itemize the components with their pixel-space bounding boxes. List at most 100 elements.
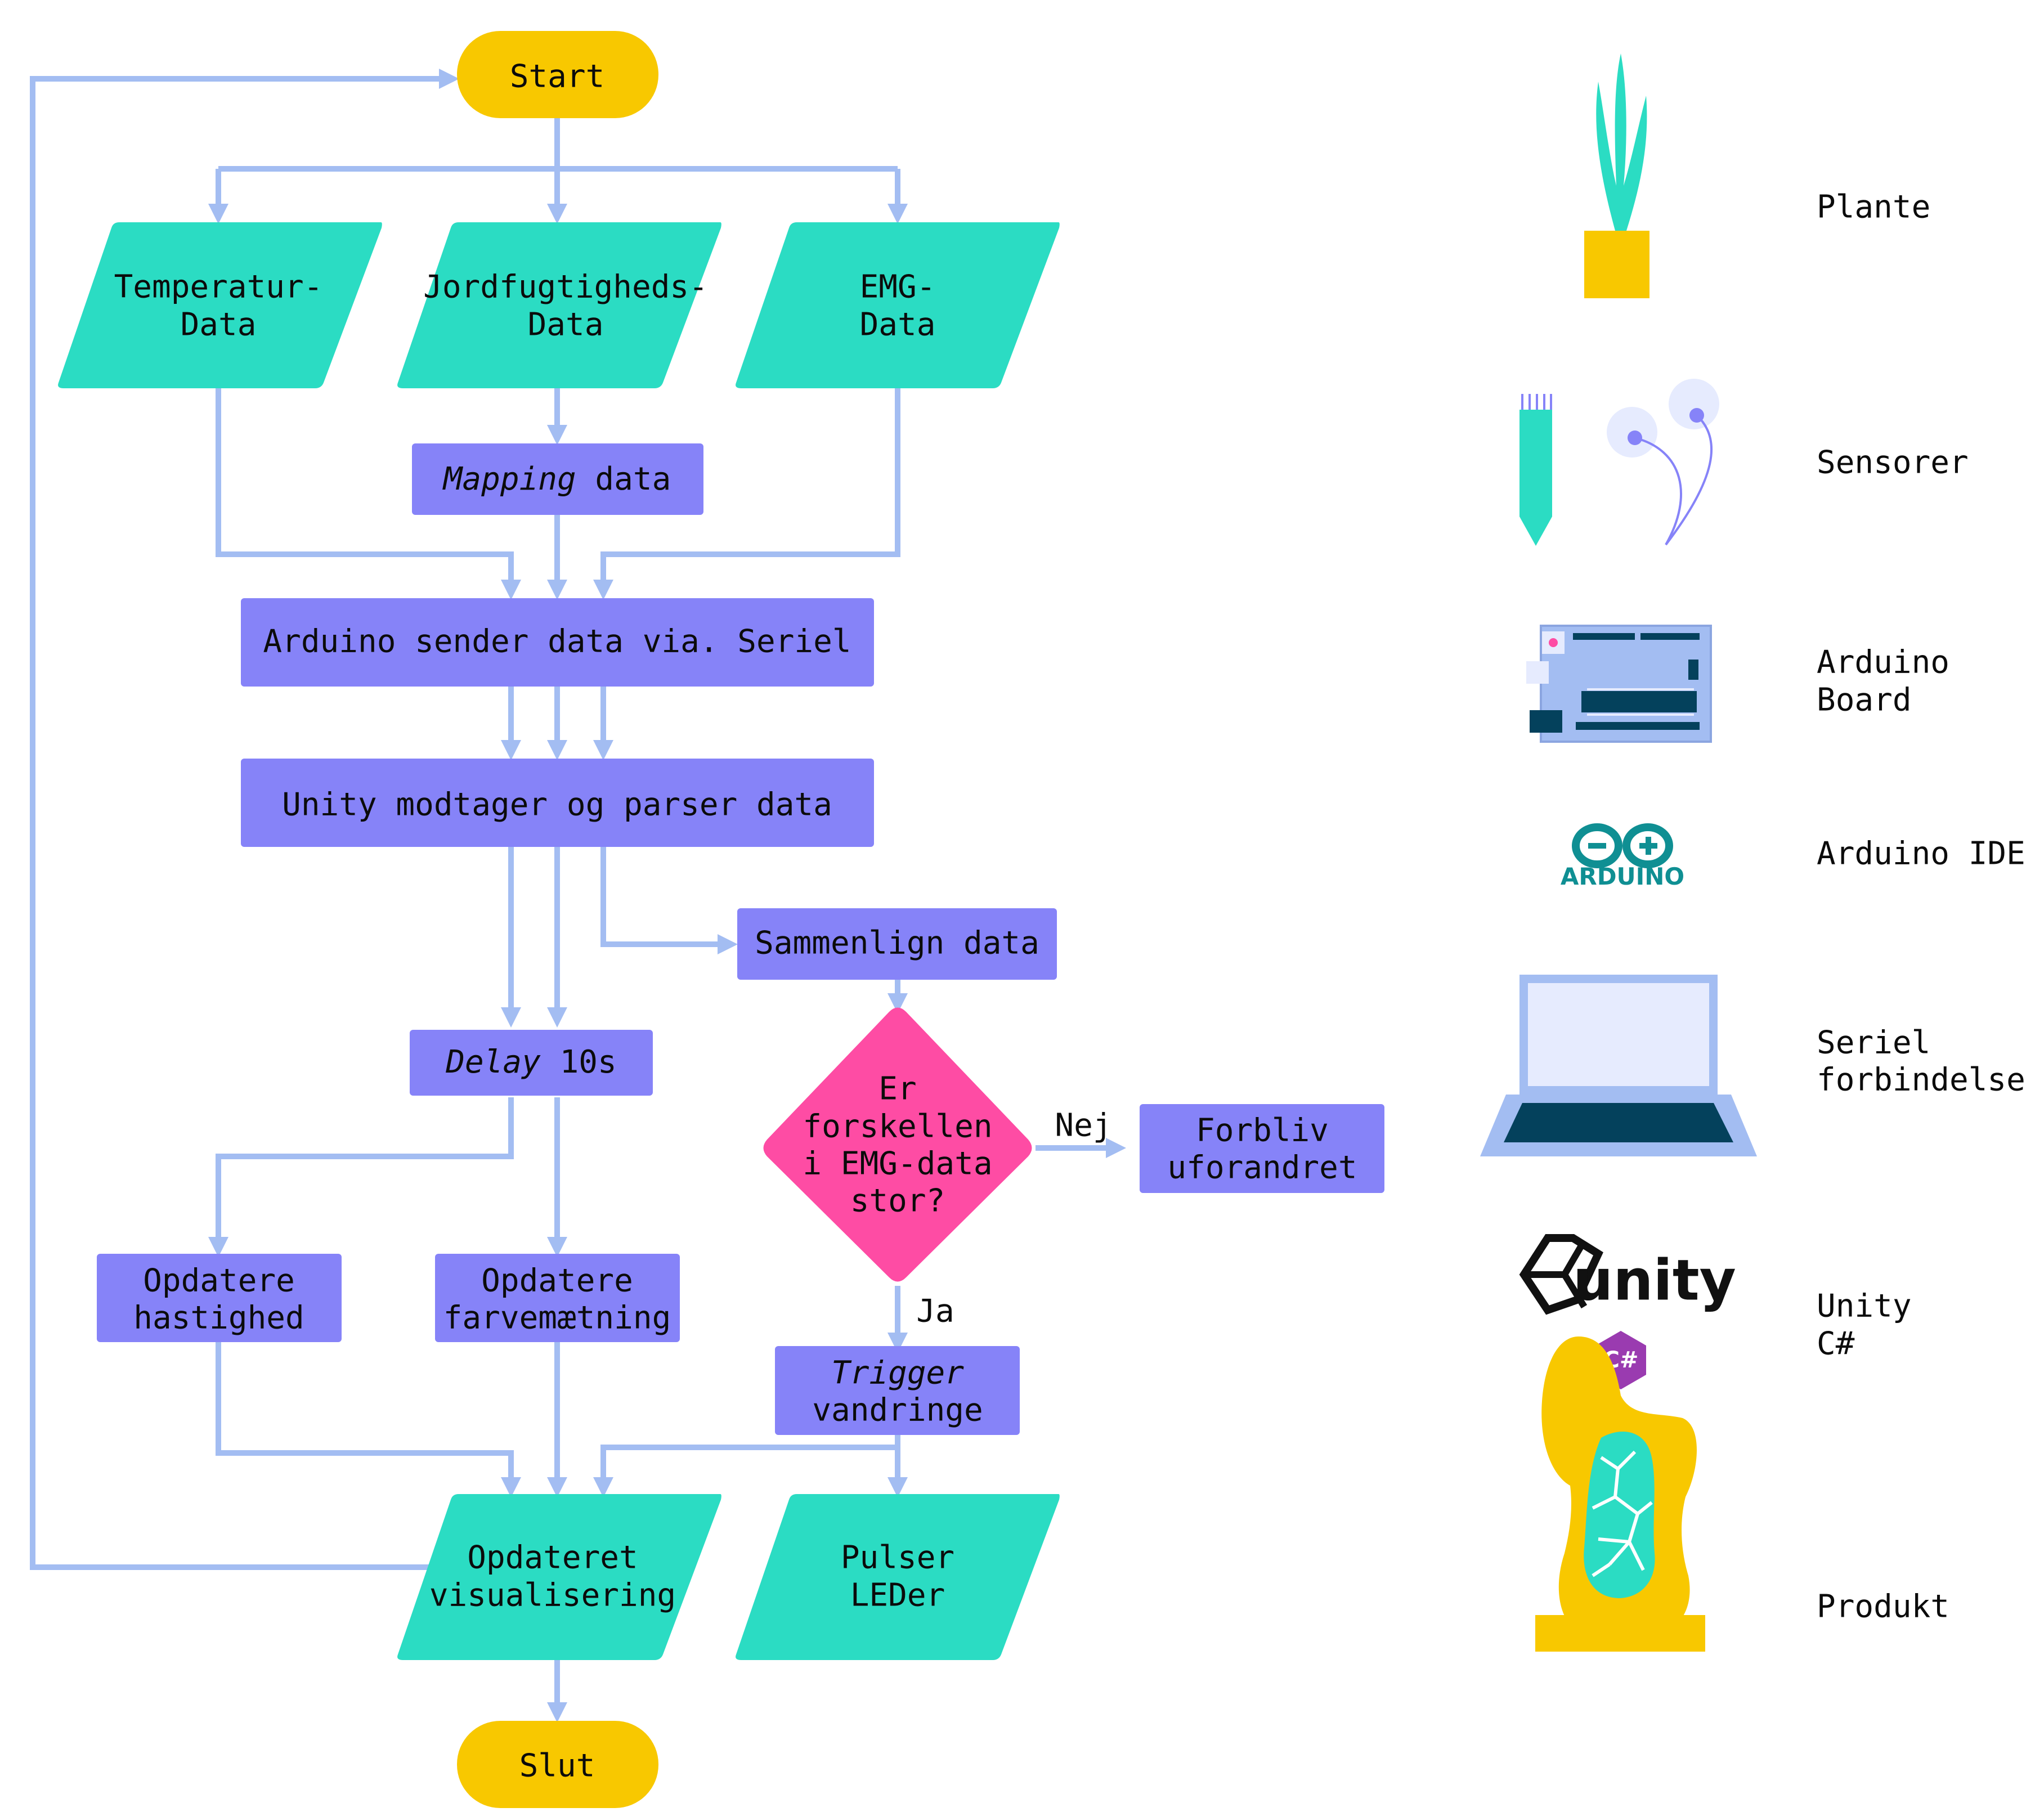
arrowhead-unity-2 <box>547 740 567 760</box>
arrowhead-unity-1 <box>501 740 521 760</box>
arrowhead-decision <box>887 993 908 1013</box>
connector-emg-to-arduino <box>600 388 900 585</box>
trigger-line1: Trigger <box>831 1355 964 1392</box>
updated-visualization-node: Opdateret visualisering <box>397 1494 721 1660</box>
connectors <box>30 69 1126 1723</box>
legend-ide-label: Arduino IDE <box>1817 836 2025 872</box>
laptop-icon <box>1480 975 1757 1156</box>
arduino-ide-icon: ARDUINO <box>1561 823 1684 890</box>
legend-board-line1: Arduino <box>1817 644 1949 681</box>
soil-moisture-data-node: Jordfugtigheds- Data <box>397 222 721 388</box>
visual-line1: Opdateret <box>467 1540 638 1576</box>
mapping-data-node: Mapping data <box>412 443 703 515</box>
delay-node: Delay 10s <box>410 1030 653 1096</box>
update-saturation-line2: farvemætning <box>443 1300 671 1336</box>
legend-unity-line1: Unity <box>1817 1288 1912 1325</box>
update-speed-line2: hastighed <box>133 1300 304 1336</box>
end-label: Slut <box>519 1748 595 1784</box>
arrowhead-visual-2 <box>547 1477 567 1497</box>
unity-logo-text: unity <box>1573 1248 1736 1313</box>
arduino-send-node: Arduino sender data via. Seriel <box>241 598 874 687</box>
connector-delay-to-speed <box>216 1097 514 1241</box>
remain-line2: uforandret <box>1167 1150 1357 1186</box>
arrowhead-speed <box>208 1237 228 1257</box>
arrowhead-delay-1 <box>501 1007 521 1028</box>
remain-unchanged-node: Forbliv uforandret <box>1140 1104 1384 1193</box>
connector-speed-to-visual <box>216 1342 514 1480</box>
decision-node: Er forskellen i EMG-data stor? <box>763 1007 1032 1282</box>
soil-moisture-data-line2: Data <box>528 307 604 343</box>
leds-line1: Pulser <box>841 1540 954 1576</box>
arrowhead-compare <box>718 934 738 954</box>
arrowhead-mapping <box>547 425 567 445</box>
arrowhead-leds <box>887 1477 908 1497</box>
compare-data-label: Sammenlign data <box>755 925 1039 962</box>
decision-line4: stor? <box>850 1183 945 1219</box>
emg-data-line1: EMG- <box>860 269 936 306</box>
end-node: Slut <box>457 1721 658 1808</box>
arrowhead-end <box>547 1702 567 1723</box>
arrowhead-temp <box>208 204 228 224</box>
decision-line1: Er <box>878 1071 916 1107</box>
pulse-leds-node: Pulser LEDer <box>736 1494 1060 1660</box>
temperature-data-line2: Data <box>181 307 257 343</box>
remain-line1: Forbliv <box>1196 1113 1329 1149</box>
legend: Plante Sensorer <box>1480 53 2025 1652</box>
arrowhead-arduino-1 <box>501 580 521 600</box>
mapping-rest: data <box>576 461 671 497</box>
emg-data-node: EMG- Data <box>736 222 1060 388</box>
trigger-watering-node: Trigger vandringe <box>775 1346 1020 1435</box>
plant-icon <box>1584 53 1649 298</box>
arrowhead-arduino-2 <box>547 580 567 600</box>
arrowhead-emg <box>887 204 908 224</box>
legend-serial-line1: Seriel <box>1817 1025 1930 1061</box>
arrowhead-trigger <box>887 1333 908 1353</box>
legend-plant-label: Plante <box>1817 189 1930 226</box>
arrowhead-visual-3 <box>593 1477 613 1497</box>
mapping-data-label: Mapping data <box>442 461 671 497</box>
arduino-logo-text: ARDUINO <box>1561 863 1684 890</box>
trigger-line2: vandringe <box>812 1392 983 1429</box>
legend-product-label: Produkt <box>1817 1589 1949 1625</box>
visual-line2: visualisering <box>429 1577 676 1614</box>
update-saturation-line1: Opdatere <box>481 1263 633 1299</box>
legend-board-line2: Board <box>1817 682 1912 719</box>
update-speed-line1: Opdatere <box>143 1263 295 1299</box>
soil-moisture-data-line1: Jordfugtigheds- <box>423 269 708 306</box>
delay-italic: Delay <box>445 1044 541 1080</box>
connector-temp-to-arduino <box>216 388 514 585</box>
product-icon <box>1535 1336 1705 1652</box>
decision-line2: forskellen <box>803 1109 992 1145</box>
legend-serial-line2: forbindelse <box>1817 1062 2025 1098</box>
start-node: Start <box>457 31 658 118</box>
arrowhead-start <box>439 69 459 89</box>
update-speed-node: Opdatere hastighed <box>97 1254 342 1342</box>
arrowhead-remain <box>1106 1138 1126 1158</box>
connector-unity-to-compare <box>600 847 723 947</box>
arrowhead-unity-3 <box>593 740 613 760</box>
temperature-data-line1: Temperatur- <box>114 269 323 306</box>
mapping-italic: Mapping <box>442 461 576 497</box>
decision-line3: i EMG-data <box>803 1146 992 1182</box>
leds-line2: LEDer <box>850 1577 945 1614</box>
temperature-data-node: Temperatur- Data <box>58 222 382 388</box>
update-saturation-node: Opdatere farvemætning <box>435 1254 680 1342</box>
sensors-icon <box>1519 379 1719 546</box>
connector-loop-back <box>30 76 445 1570</box>
unity-parse-label: Unity modtager og parser data <box>282 787 832 823</box>
yes-label: Ja <box>916 1293 954 1330</box>
compare-data-node: Sammenlign data <box>737 908 1057 980</box>
legend-unity-line2: C# <box>1817 1326 1855 1362</box>
arduino-board-icon <box>1526 625 1712 743</box>
unity-parse-node: Unity modtager og parser data <box>241 759 874 847</box>
arrowhead-delay-2 <box>547 1007 567 1028</box>
arduino-send-label: Arduino sender data via. Seriel <box>263 624 851 660</box>
emg-data-line2: Data <box>860 307 936 343</box>
start-label: Start <box>510 59 605 95</box>
no-label: Nej <box>1055 1107 1111 1144</box>
legend-sensors-label: Sensorer <box>1817 445 1969 481</box>
arrowhead-arduino-3 <box>593 580 613 600</box>
delay-rest: 10s <box>541 1044 617 1080</box>
arrowhead-visual-1 <box>501 1477 521 1497</box>
